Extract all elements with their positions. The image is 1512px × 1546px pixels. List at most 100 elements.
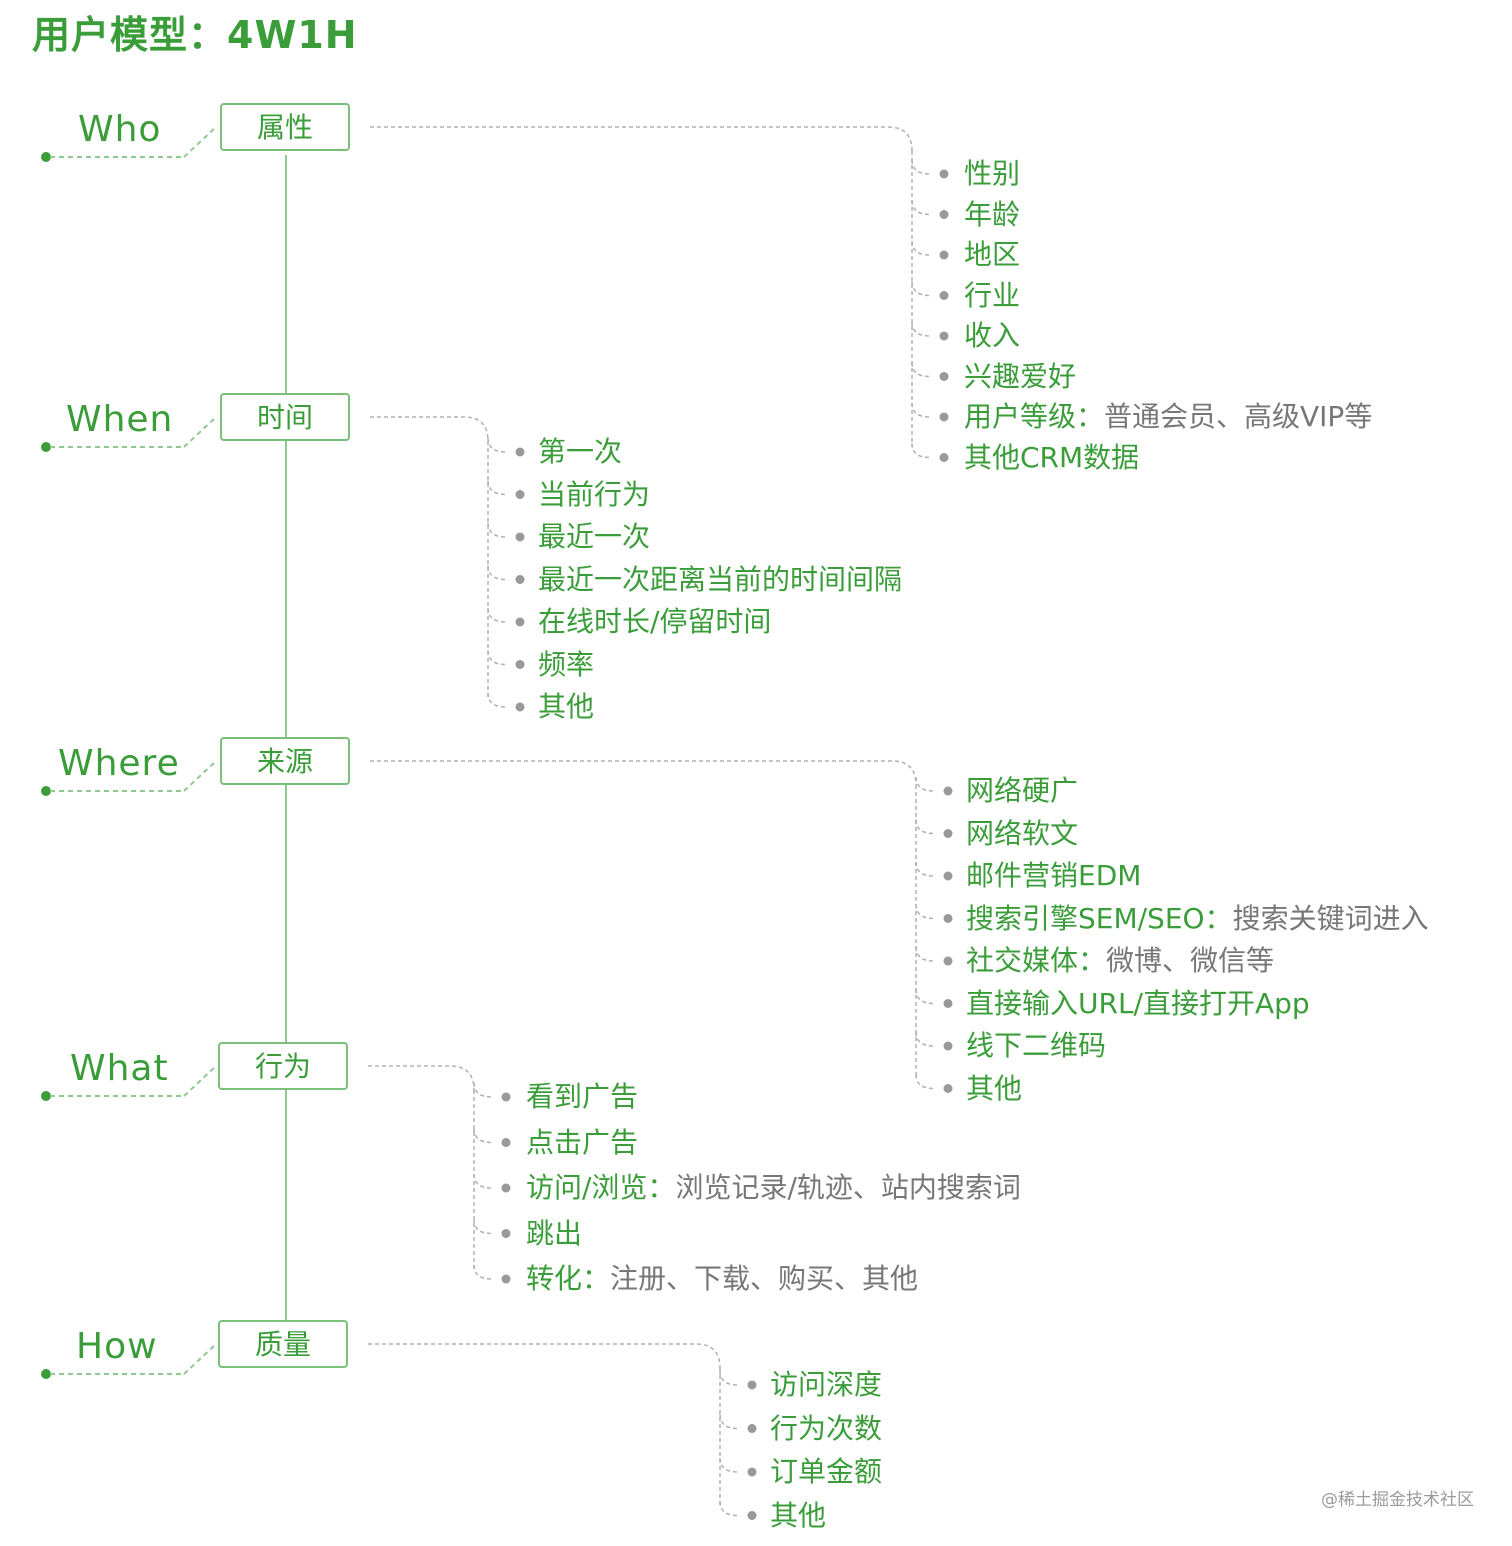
category-dot [41,442,51,452]
item-main-text: 其他 [538,690,595,723]
item-bullet [515,490,525,499]
item-main-text: 最近一次 [538,520,651,553]
branch-connector [370,416,489,442]
node-box-who: 属性 [220,103,350,151]
item-what: 访问/浏览：浏览记录/轨迹、站内搜索词 [526,1170,1021,1206]
item-bullet [939,412,949,422]
item-main-text: 地区 [964,238,1021,271]
item-connector [487,607,507,623]
item-when: 第一次 [538,434,622,470]
category-connector [183,126,217,158]
item-main-text: 其他CRM数据 [964,440,1140,474]
item-detail-text: 注册、下载、购买、其他 [610,1262,919,1295]
item-bullet [939,291,949,300]
item-main-text: 点击广告 [526,1125,639,1159]
item-where: 网络软文 [966,816,1078,852]
item-bullet [943,956,953,966]
item-detail-text: 普通会员、高级VIP等 [1104,400,1373,433]
item-when: 最近一次 [538,519,650,555]
category-dot [41,786,51,796]
item-connector [487,437,507,453]
item-bullet [939,210,949,219]
item-main-text: 社交媒体： [966,944,1107,977]
category-connector [183,416,217,448]
item-bullet [939,453,949,462]
item-bullet [515,532,525,542]
item-bullet [501,1183,511,1193]
item-detail-text: 微博、微信等 [1106,944,1275,977]
item-connector [915,776,935,792]
item-when: 在线时长/停留时间 [538,604,771,640]
item-main-text: 性别 [964,157,1021,190]
item-connector [911,321,931,337]
item-connector [719,1370,739,1386]
item-bullet [943,786,953,796]
item-bullet [939,250,949,260]
branch-connector [370,760,917,786]
item-bullet [515,702,525,712]
category-connector [183,760,217,792]
item-who: 年龄 [964,197,1020,233]
item-main-text: 网络硬广 [966,774,1079,807]
item-connector [915,946,935,962]
item-connector [487,650,507,666]
item-who: 收入 [964,318,1020,354]
item-connector [473,1219,493,1235]
item-when: 最近一次距离当前的时间间隔 [538,562,902,598]
item-connector [487,692,507,708]
item-connector [915,861,935,877]
item-where: 邮件营销EDM [966,858,1141,894]
item-main-text: 看到广告 [526,1080,639,1113]
item-main-text: 年龄 [964,197,1021,231]
item-how: 访问深度 [770,1367,882,1403]
item-main-text: 最近一次距离当前的时间间隔 [538,562,903,596]
item-where: 搜索引擎SEM/SEO：搜索关键词进入 [966,901,1429,937]
item-connector [911,200,931,216]
category-connector [183,1065,217,1097]
item-main-text: 搜索引擎SEM/SEO： [966,901,1233,935]
item-how: 其他 [770,1498,826,1534]
item-connector [473,1173,493,1189]
item-when: 频率 [538,647,594,683]
item-bullet [943,1084,953,1093]
item-bullet [515,617,525,627]
item-where: 直接输入URL/直接打开App [966,986,1310,1022]
item-when: 当前行为 [538,477,650,513]
item-who: 其他CRM数据 [964,440,1139,476]
item-bullet [939,169,949,179]
item-connector [487,565,507,581]
item-who: 性别 [964,156,1020,192]
branch-connector [368,1065,475,1091]
item-connector [473,1082,493,1098]
item-main-text: 转化： [526,1262,611,1295]
item-main-text: 当前行为 [538,477,651,511]
item-bullet [943,1041,953,1051]
item-connector [911,402,931,418]
item-bullet [747,1380,757,1390]
item-bullet [747,1424,757,1433]
item-bullet [515,575,525,584]
item-connector [719,1457,739,1473]
item-connector [473,1264,493,1280]
item-bullet [939,372,949,381]
item-main-text: 收入 [964,319,1021,352]
category-where: Where [58,743,180,784]
item-who: 行业 [964,278,1020,314]
item-main-text: 第一次 [538,435,623,468]
item-main-text: 在线时长/停留时间 [538,605,772,638]
item-connector [473,1128,493,1144]
category-dot [41,1369,51,1379]
item-who: 兴趣爱好 [964,359,1076,395]
item-connector [911,240,931,256]
item-connector [915,1031,935,1047]
item-connector [487,522,507,538]
item-main-text: 访问/浏览： [526,1171,676,1204]
item-main-text: 其他 [966,1071,1023,1105]
item-connector [911,443,931,459]
item-who: 地区 [964,237,1020,273]
item-connector [487,480,507,496]
item-connector [719,1414,739,1430]
item-main-text: 访问深度 [770,1368,883,1401]
item-where: 线下二维码 [966,1028,1106,1064]
